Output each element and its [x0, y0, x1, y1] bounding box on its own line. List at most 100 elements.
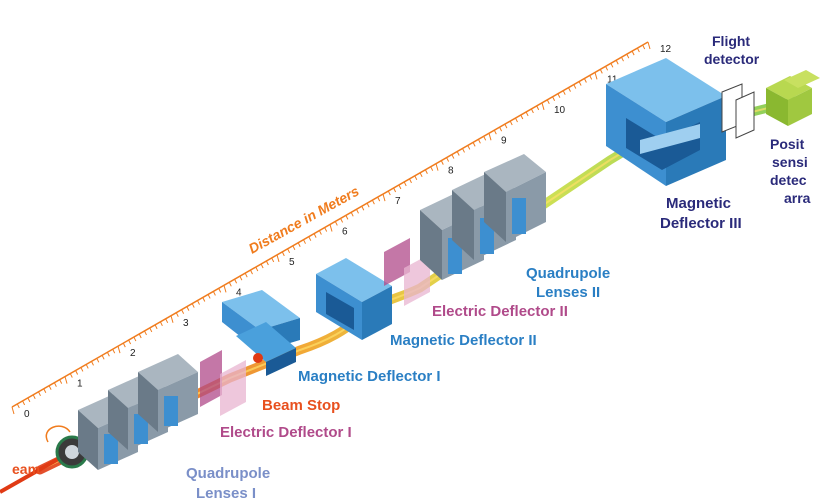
axis-tick-mark: [297, 242, 301, 247]
axis-tick-mark: [356, 209, 359, 214]
axis-tick-mark: [409, 178, 412, 184]
axis-tick-mark: [435, 163, 439, 171]
axis-tick-mark: [133, 336, 137, 342]
axis-tick-mark: [530, 108, 534, 114]
axis-title: Distance in Meters: [246, 183, 362, 257]
axis-tick-label: 1: [77, 379, 83, 390]
component-labels: eam Quadrupole Lenses I Beam Stop Electr…: [12, 33, 811, 502]
flight-label-line2: detector: [704, 51, 760, 67]
electric-deflector-2: [384, 238, 430, 306]
axis-tick-mark: [175, 312, 179, 317]
rotation-arrow-icon: [45, 425, 71, 443]
axis-tick-mark: [626, 53, 630, 59]
axis-tick-mark: [91, 361, 94, 366]
axis-tick-mark: [403, 181, 407, 187]
axis-tick-mark: [260, 263, 264, 269]
axis-tick-mark: [271, 257, 275, 263]
axis-tick-mark: [515, 117, 518, 123]
axis-tick-mark: [265, 260, 269, 266]
axis-tick-mark: [27, 397, 31, 403]
axis-tick-mark: [504, 123, 508, 129]
axis-tick-mark: [371, 199, 375, 205]
axis-tick-mark: [244, 272, 248, 278]
axis-tick-mark: [38, 391, 41, 397]
axis-tick-mark: [165, 318, 169, 324]
axis-tick-mark: [181, 309, 185, 314]
axis-tick-label: 4: [236, 287, 242, 298]
axis-tick-mark: [440, 160, 444, 165]
axis-tick-mark: [276, 254, 280, 263]
axis-tick-mark: [594, 72, 598, 80]
axis-tick-mark: [170, 315, 174, 323]
axis-tick-mark: [636, 47, 640, 53]
axis-tick-mark: [228, 282, 232, 287]
quad1-label-line1: Quadrupole: [186, 465, 270, 482]
axis-tick-mark: [578, 81, 582, 86]
axis-tick-mark: [414, 175, 418, 181]
axis-tick-mark: [85, 364, 89, 369]
axis-tick-mark: [11, 406, 15, 415]
axis-tick-mark: [117, 346, 121, 354]
mdef3-label-line1: Magnetic: [666, 195, 731, 212]
axis-tick-mark: [202, 297, 206, 302]
axis-tick-mark: [642, 44, 646, 50]
axis-tick-mark: [647, 41, 651, 50]
axis-tick-mark: [382, 193, 386, 202]
pos-label-line2: sensi: [772, 154, 808, 170]
quad2-label-line1: Quadrupole: [526, 265, 610, 282]
pos-label-line3: detec: [770, 172, 807, 188]
magnetic-deflector-1: [222, 290, 300, 376]
axis-tick-mark: [509, 120, 513, 126]
axis-tick-mark: [197, 300, 200, 305]
axis-tick-mark: [546, 99, 550, 105]
axis-tick-mark: [477, 139, 481, 144]
pos-label-line1: Posit: [770, 136, 805, 152]
axis-tick-mark: [96, 358, 100, 363]
axis-tick-mark: [318, 230, 322, 235]
axis-tick-mark: [536, 105, 540, 111]
axis-tick-mark: [456, 151, 460, 156]
axis-tick-mark: [462, 148, 465, 153]
axis-tick-mark: [112, 348, 116, 354]
axis-tick-mark: [106, 352, 110, 357]
axis-tick-mark: [525, 111, 529, 117]
axis-tick-mark: [451, 154, 455, 159]
axis-tick-mark: [48, 385, 52, 390]
axis-tick-mark: [334, 221, 338, 226]
axis-tick-label: 8: [448, 166, 454, 177]
beam-label: eam: [12, 461, 40, 477]
axis-tick-mark: [128, 339, 132, 345]
axis-minor-ticks: [11, 41, 651, 415]
axis-tick-mark: [69, 373, 73, 378]
axis-tick-label: 5: [289, 257, 295, 268]
quad2-magnet-c: [484, 154, 546, 242]
axis-tick-mark: [80, 367, 84, 372]
axis-tick-mark: [149, 327, 153, 333]
axis-tick-mark: [615, 60, 619, 65]
edef2-label: Electric Deflector II: [432, 303, 568, 320]
axis-tick-mark: [589, 75, 593, 80]
axis-tick-label: 0: [24, 409, 30, 420]
target-core: [65, 445, 79, 459]
axis-tick-mark: [16, 403, 20, 409]
flight-detector: [721, 83, 755, 139]
quad1-magnet-c: [138, 354, 198, 432]
magnetic-deflector-2: [316, 258, 392, 340]
axis-tick-mark: [212, 291, 216, 296]
axis-tick-mark: [22, 400, 26, 406]
axis-tick-mark: [329, 224, 333, 232]
quad2-label-line2: Lenses II: [536, 284, 600, 301]
axis-tick-mark: [234, 279, 238, 284]
axis-tick-mark: [186, 306, 190, 311]
axis-tick-mark: [159, 321, 163, 327]
axis-tick-mark: [483, 136, 487, 141]
axis-tick-label: 10: [554, 105, 566, 116]
axis-tick-mark: [467, 145, 471, 150]
axis-tick-mark: [366, 202, 370, 208]
axis-tick-mark: [292, 245, 296, 251]
axis-tick-mark: [488, 133, 492, 141]
position-detector-array: [766, 70, 820, 126]
axis-tick-mark: [446, 157, 450, 162]
